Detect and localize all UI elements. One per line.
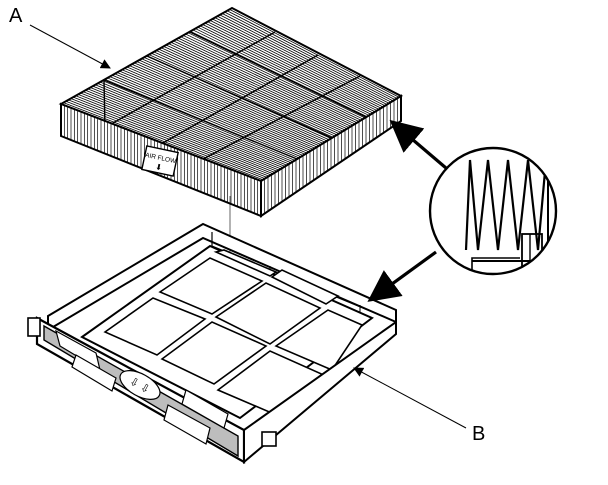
pleat-line — [202, 24, 378, 111]
tray-side-right — [243, 320, 397, 465]
pleat-line — [226, 10, 398, 99]
pleat-line — [173, 40, 354, 126]
tray-arrow-badge: ⇩ ⇩ — [119, 370, 161, 400]
pleat-line — [63, 102, 264, 181]
pleat-line — [187, 32, 366, 119]
pleat-line — [219, 14, 392, 103]
pleat-line — [95, 84, 290, 165]
pleat-line — [204, 22, 380, 110]
pleat-line — [99, 81, 294, 162]
pleat-line — [114, 73, 306, 155]
pleat-line — [82, 91, 280, 171]
detail-arrow-lower — [367, 250, 437, 302]
pleat-line — [175, 39, 356, 125]
pleat-line — [165, 44, 348, 130]
leader-b — [353, 367, 467, 429]
pleat-line — [129, 65, 318, 148]
pleat-line — [77, 94, 276, 173]
pleat-line — [73, 96, 272, 176]
pleat-line — [121, 69, 312, 152]
filter-side-strips — [63, 98, 398, 215]
pleat-line — [168, 43, 350, 128]
pleat-line — [185, 33, 364, 120]
pleat-line — [139, 59, 326, 143]
pleat-line — [134, 62, 322, 145]
magnifier-detail — [428, 146, 558, 276]
pleat-line — [217, 15, 390, 104]
callout-a: A — [9, 5, 23, 27]
pleat-line — [200, 25, 376, 113]
pleat-line — [160, 47, 344, 132]
tray-clip-right — [261, 431, 277, 447]
pleat-line — [207, 21, 382, 109]
leader-lines — [29, 24, 467, 429]
pleat-line — [70, 98, 270, 177]
pleat-line — [141, 58, 328, 142]
tray-grid-cells — [103, 249, 364, 415]
pleat-line — [65, 100, 266, 179]
pleat-line — [212, 18, 386, 107]
pleat-line — [119, 70, 310, 153]
pleat-line — [87, 88, 284, 169]
pleat-line — [195, 28, 372, 115]
pleat-line — [163, 46, 346, 131]
pleat-line — [117, 72, 308, 154]
pleat-line — [182, 35, 362, 121]
magnified-pleats — [464, 159, 548, 251]
pleat-line — [229, 9, 400, 98]
pleat-line — [112, 74, 304, 156]
filter-tray: ⇩ ⇩ — [27, 222, 397, 465]
pleat-line — [90, 87, 286, 167]
pleat-line — [97, 83, 292, 164]
pleat-line — [156, 50, 340, 135]
pleat-line — [85, 89, 282, 170]
pleat-line — [75, 95, 274, 175]
airflow-arrow-icon: ⬇ — [154, 162, 162, 172]
pleat-line — [224, 11, 396, 100]
pleat-line — [143, 57, 330, 141]
pleat-line — [102, 80, 296, 161]
pleat-line — [126, 66, 316, 149]
pleat-line — [222, 13, 394, 102]
callout-b: B — [472, 423, 486, 445]
pleat-line — [80, 92, 278, 172]
tray-front-ribs — [55, 329, 229, 445]
pleat-line — [170, 41, 352, 127]
pleat-line — [180, 36, 360, 122]
pleat-line — [197, 26, 374, 114]
detail-arrow-upper — [389, 119, 448, 170]
pleat-line — [107, 77, 300, 159]
pleat-line — [158, 48, 342, 133]
leader-a — [29, 24, 111, 69]
pleat-line — [192, 29, 370, 116]
filter-element: AIR FLOW ⬇ — [58, 6, 404, 218]
filter-pleats — [63, 9, 400, 181]
pleat-line — [124, 67, 314, 150]
tray-clip-left — [27, 317, 41, 337]
pleat-line — [68, 99, 268, 178]
pleat-line — [131, 63, 320, 147]
pleat-line — [214, 17, 388, 105]
pleat-line — [153, 51, 338, 136]
pleat-line — [92, 85, 288, 166]
pleat-line — [151, 52, 336, 137]
pleat-line — [178, 37, 358, 124]
pleat-line — [209, 19, 384, 108]
pleat-line — [136, 61, 324, 144]
pleat-line — [109, 76, 302, 158]
pleat-line — [148, 54, 334, 138]
pleat-line — [190, 30, 368, 118]
airflow-badge: AIR FLOW ⬇ — [141, 145, 179, 177]
